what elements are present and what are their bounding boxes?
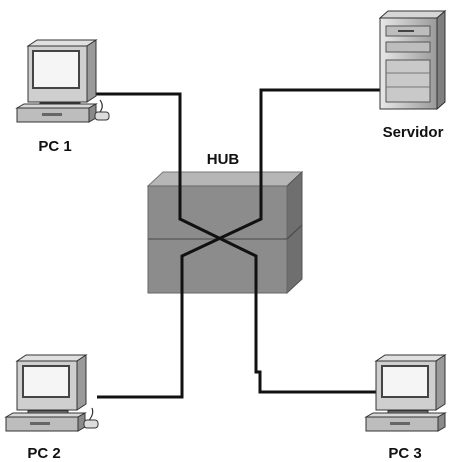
cables <box>96 88 380 399</box>
hub-label: HUB <box>207 151 240 168</box>
pc2-label: PC 2 <box>27 445 60 462</box>
pc3-computer-icon <box>364 354 447 432</box>
pc3-label: PC 3 <box>388 445 421 462</box>
cable-server-pc2 <box>97 88 380 399</box>
pc2-computer-icon <box>4 354 99 432</box>
server-label: Servidor <box>383 124 444 141</box>
cable-pc1-pc3 <box>96 92 376 394</box>
hub-device <box>146 170 304 295</box>
pc1-computer-icon <box>15 39 110 123</box>
pc1-label: PC 1 <box>38 138 71 155</box>
hub-side-divider <box>286 224 303 240</box>
server-icon <box>378 9 447 111</box>
hub-top-face <box>146 171 304 187</box>
